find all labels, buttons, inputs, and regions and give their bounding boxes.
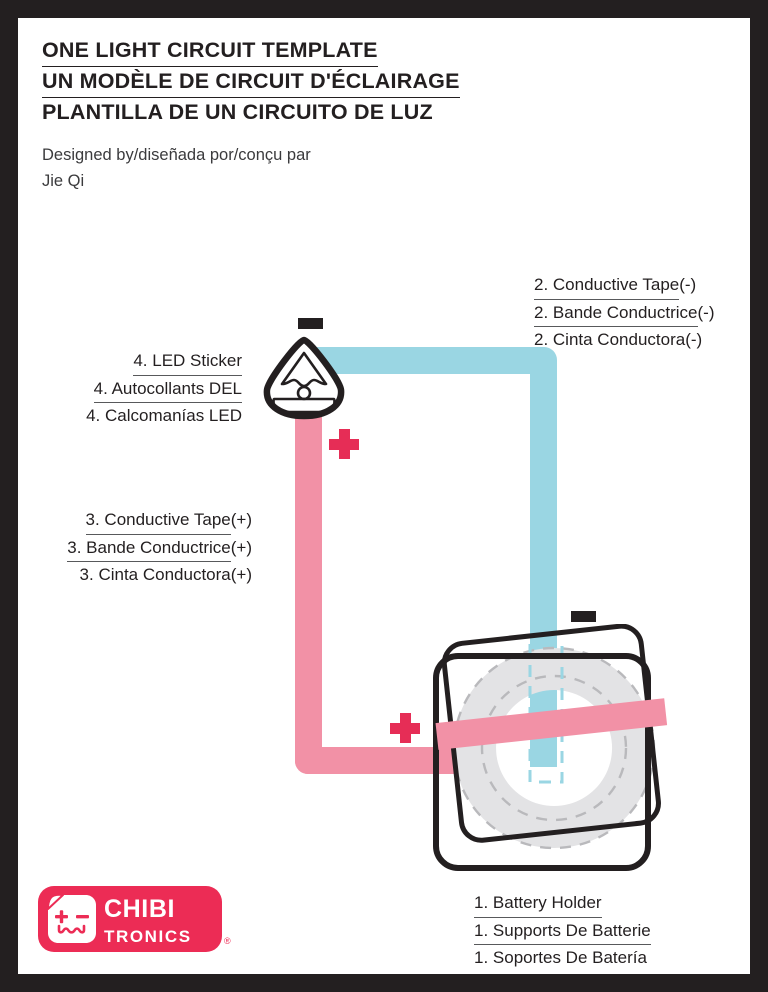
callout-line: 2. Conductive Tape (-) (534, 272, 714, 300)
conductive-tape-positive-vertical (295, 396, 322, 774)
title-block: ONE LIGHT CIRCUIT TEMPLATE UN MODÈLE DE … (42, 36, 602, 195)
page-title-fr-text: UN MODÈLE DE CIRCUIT D'ÉCLAIRAGE (42, 67, 460, 98)
logo-word-bottom: TRONICS (104, 927, 192, 946)
chibitronics-logo: CHIBI TRONICS ® (38, 886, 231, 960)
callout-conductive-tape-negative: 2. Conductive Tape (-) 2. Bande Conductr… (534, 272, 714, 353)
polarity-plus-led (329, 429, 359, 459)
callout-led-sticker: 4. LED Sticker 4. Autocollants DEL 4. Ca… (46, 348, 242, 429)
credit-label: Designed by/diseñada por/conçu par (42, 146, 311, 165)
registered-trademark-icon: ® (224, 936, 231, 946)
logo-wordmark: CHIBI TRONICS (104, 895, 192, 946)
conductive-tape-negative-horizontal (300, 347, 544, 374)
chibi-face-icon (46, 893, 96, 943)
callout-line: 4. Calcomanías LED (86, 406, 242, 425)
page-title-es-text: PLANTILLA DE UN CIRCUITO DE LUZ (42, 99, 433, 124)
page-title-en-text: ONE LIGHT CIRCUIT TEMPLATE (42, 36, 378, 67)
callout-line: 2. Bande Conductrice (-) (534, 300, 714, 327)
battery-holder (432, 624, 676, 872)
callout-conductive-tape-positive: 3. Conductive Tape (+) 3. Bande Conductr… (22, 507, 252, 588)
logo-word-top: CHIBI (104, 895, 176, 923)
callout-line: 1. Soportes De Batería (474, 948, 647, 967)
callout-line: 1. Battery Holder (474, 890, 651, 918)
polarity-minus-battery (571, 611, 596, 622)
page-title-fr: UN MODÈLE DE CIRCUIT D'ÉCLAIRAGE (42, 67, 602, 98)
credit-name: Jie Qi (42, 172, 85, 191)
polarity-plus-battery (390, 713, 420, 743)
led-sticker (263, 336, 345, 420)
callout-line: 1. Supports De Batterie (474, 918, 651, 945)
page-title-es: PLANTILLA DE UN CIRCUITO DE LUZ (42, 98, 602, 128)
callout-line: 4. LED Sticker (46, 348, 242, 376)
polarity-minus-led (298, 318, 323, 329)
page-title-en: ONE LIGHT CIRCUIT TEMPLATE (42, 36, 602, 67)
credit-block: Designed by/diseñada por/conçu par Jie Q… (42, 142, 602, 194)
callout-battery-holder: 1. Battery Holder 1. Supports De Batteri… (474, 890, 651, 971)
callout-line: 3. Conductive Tape (+) (22, 507, 252, 535)
battery-holder-outline (433, 624, 661, 871)
callout-line: 4. Autocollants DEL (46, 376, 242, 403)
conductive-tape-negative-vertical (530, 347, 557, 767)
callout-line: 3. Bande Conductrice (+) (22, 535, 252, 562)
callout-line: 2. Cinta Conductora (-) (534, 330, 703, 349)
callout-line: 3. Cinta Conductora (+) (79, 565, 252, 584)
